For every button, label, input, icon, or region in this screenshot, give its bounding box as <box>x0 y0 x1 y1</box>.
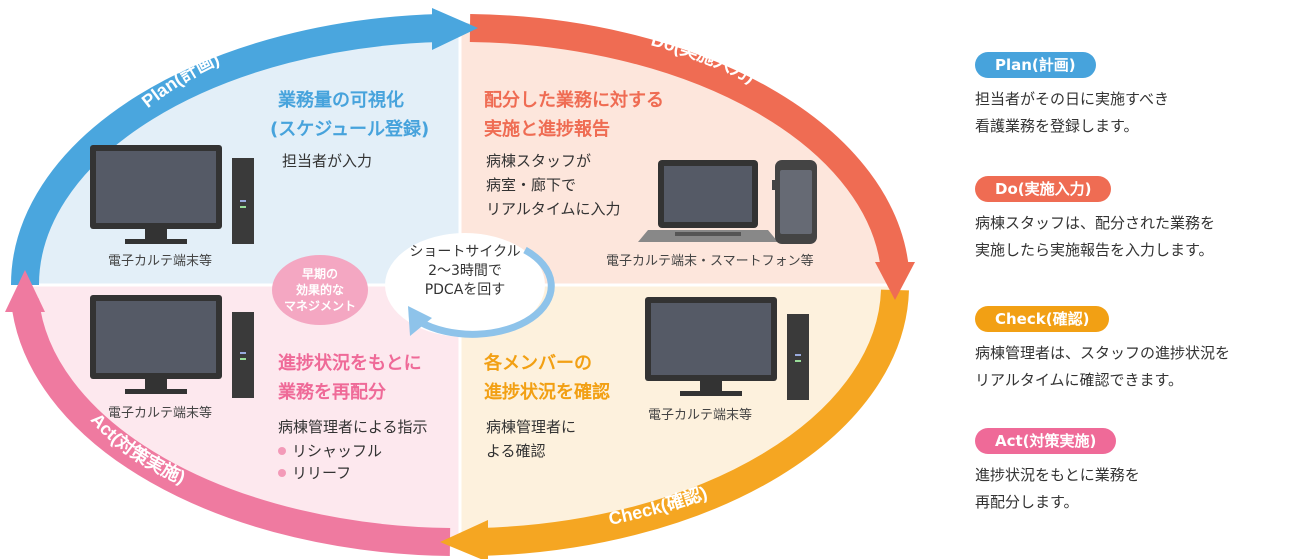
legend-plan-desc: 担当者がその日に実施すべき看護業務を登録します。 <box>975 90 1169 135</box>
act-desktop-icon <box>90 295 254 398</box>
legend-do-pill: Do(実施入力) <box>975 176 1112 202</box>
legend-do-desc: 病棟スタッフは、配分された業務を実施したら実施報告を入力します。 <box>975 214 1216 259</box>
do-arc <box>469 14 909 272</box>
act-bullet-1: リシャッフル <box>278 440 382 462</box>
legend-plan-pill: Plan(計画) <box>975 52 1096 78</box>
check-title-line2: 進捗状況を確認 <box>484 382 610 403</box>
act-body: 病棟管理者による指示 <box>278 418 428 436</box>
plan-title-line1: 業務量の可視化 <box>278 90 404 111</box>
do-body-line2: 病室・廊下で <box>486 176 577 194</box>
check-title-line1: 各メンバーの <box>484 353 592 374</box>
do-device-caption: 電子カルテ端末・スマートフォン等 <box>606 254 814 269</box>
legend-act-pill: Act(対策実施) <box>975 428 1117 454</box>
center-cycle-text: ショートサイクル 2〜3時間で PDCAを回す <box>390 243 540 300</box>
act-title-line2: 業務を再配分 <box>278 382 386 403</box>
plan-body: 担当者が入力 <box>282 152 373 170</box>
act-device-caption: 電子カルテ端末等 <box>108 406 213 421</box>
center-line3: PDCAを回す <box>424 282 506 298</box>
check-body-line2: よる確認 <box>486 442 546 460</box>
do-laptop-icon <box>638 160 778 242</box>
do-title-line1: 配分した業務に対する <box>484 90 664 111</box>
act-arc <box>11 298 451 556</box>
legend-act-desc: 進捗状況をもとに業務を再配分します。 <box>975 466 1140 511</box>
act-title-line1: 進捗状況をもとに <box>278 353 422 374</box>
plan-arrowhead <box>432 8 478 50</box>
check-device-caption: 電子カルテ端末等 <box>648 408 753 423</box>
early-management-badge: 早期の 効果的な マネジメント <box>272 255 368 325</box>
act-bullet-2: リリーフ <box>278 462 351 484</box>
check-desktop-icon <box>645 297 809 400</box>
check-body-line1: 病棟管理者に <box>486 418 577 436</box>
center-cycle-icon <box>385 233 555 338</box>
center-line1: ショートサイクル <box>409 244 521 260</box>
legend-check-pill: Check(確認) <box>975 306 1110 332</box>
do-body-line3: リアルタイムに入力 <box>486 200 621 218</box>
plan-arc <box>10 14 441 286</box>
plan-device-caption: 電子カルテ端末等 <box>108 254 213 269</box>
smartphone-icon <box>772 160 817 244</box>
plan-title-line2: (スケジュール登録) <box>270 119 430 140</box>
do-arrowhead <box>875 262 915 300</box>
check-arrowhead <box>440 520 488 559</box>
center-line2: 2〜3時間で <box>428 263 502 279</box>
plan-desktop-icon <box>90 145 254 244</box>
early-badge-line3: マネジメント <box>283 299 356 313</box>
early-badge-line1: 早期の <box>301 267 338 281</box>
pdca-cycle-diagram: Plan(計画) Do(実施入力) Act(対策実施) Check(確認) <box>5 8 915 559</box>
do-body-line1: 病棟スタッフが <box>486 152 592 170</box>
act-arrowhead <box>5 270 45 312</box>
early-badge-line2: 効果的な <box>295 283 344 297</box>
legend-check-desc: 病棟管理者は、スタッフの進捗状況をリアルタイムに確認できます。 <box>975 344 1231 389</box>
check-arc <box>479 289 909 556</box>
do-title-line2: 実施と進捗報告 <box>484 119 610 140</box>
cycle-arcs <box>10 14 909 556</box>
